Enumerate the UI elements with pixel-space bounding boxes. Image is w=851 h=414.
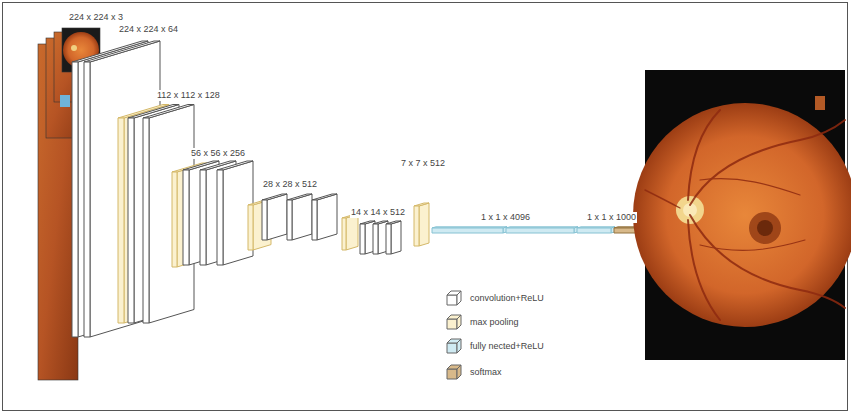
- layer-face: [391, 221, 401, 254]
- layer-block: [342, 214, 358, 250]
- layer-face: [267, 194, 287, 240]
- layer-block: [432, 227, 507, 233]
- layer-face: [419, 203, 429, 246]
- layer-block: [506, 227, 578, 233]
- legend-text: fully nected+ReLU: [470, 341, 544, 352]
- layer-face: [262, 194, 287, 200]
- layer-face: [577, 228, 611, 233]
- layer-face: [312, 200, 317, 240]
- layer-block: [172, 163, 207, 267]
- legend-text: softmax: [470, 367, 502, 378]
- layer-face: [346, 214, 358, 250]
- legend-swatch: [446, 314, 462, 330]
- layer-face: [262, 200, 267, 240]
- layer-block: [217, 161, 253, 265]
- layer-face: [183, 170, 189, 265]
- layer-face: [292, 194, 312, 240]
- legend-row: softmax: [446, 364, 502, 380]
- layer-face: [118, 118, 124, 323]
- layer-face: [506, 228, 574, 233]
- legend-swatch: [446, 290, 462, 306]
- layer-face: [287, 200, 292, 240]
- layer-block: [386, 221, 401, 254]
- layer-face: [457, 365, 461, 379]
- layer-face: [143, 118, 149, 323]
- layer-face: [317, 194, 337, 240]
- dimension-label: 224 x 224 x 64: [118, 24, 179, 35]
- layer-face: [457, 315, 461, 329]
- layer-face: [149, 105, 194, 324]
- legend-swatch: [446, 364, 462, 380]
- dimension-label: 224 x 224 x 3: [68, 12, 124, 23]
- layer-block: [262, 194, 287, 240]
- legend-text: max pooling: [470, 317, 519, 328]
- layer-face: [414, 206, 419, 246]
- layer-face: [386, 224, 391, 254]
- retina-image: [633, 70, 851, 360]
- layer-face: [84, 62, 90, 337]
- layer-face: [200, 170, 206, 265]
- layer-face: [342, 218, 346, 250]
- layer-face: [72, 62, 78, 337]
- layer-face: [84, 41, 160, 62]
- legend-text: convolution+ReLU: [470, 293, 544, 304]
- dimension-label: 14 x 14 x 512: [350, 207, 406, 218]
- layer-face: [360, 224, 365, 254]
- layer-face: [457, 291, 461, 305]
- layer-block: [143, 105, 194, 324]
- layer-face: [287, 194, 312, 200]
- layer-face: [457, 339, 461, 353]
- layer-face: [447, 319, 457, 329]
- layer-face: [447, 295, 457, 305]
- layer-face: [432, 228, 503, 233]
- dimension-label: 1 x 1 x 4096: [480, 212, 531, 223]
- layer-block: [287, 194, 312, 240]
- dimension-label: 1 x 1 x 1000: [586, 212, 637, 223]
- dimension-label: 112 x 112 x 128: [156, 90, 221, 101]
- layer-face: [217, 170, 223, 265]
- legend-row: max pooling: [446, 314, 519, 330]
- layer-block: [312, 194, 337, 240]
- layer-block: [414, 203, 429, 246]
- layer-face: [128, 118, 134, 323]
- dimension-label: 28 x 28 x 512: [262, 179, 318, 190]
- layer-face: [248, 205, 253, 250]
- layer-face: [172, 172, 177, 267]
- layer-blocks: [72, 41, 646, 337]
- dimension-label: 7 x 7 x 512: [400, 158, 446, 169]
- layer-face: [373, 224, 378, 254]
- layer-block: [84, 41, 160, 337]
- layer-face: [223, 161, 253, 265]
- dimension-label: 56 x 56 x 256: [190, 148, 246, 159]
- layer-face: [143, 105, 194, 119]
- legend-row: convolution+ReLU: [446, 290, 544, 306]
- legend-swatch: [446, 338, 462, 354]
- layer-face: [447, 369, 457, 379]
- layer-face: [312, 194, 337, 200]
- legend-row: fully nected+ReLU: [446, 338, 544, 354]
- layer-block: [577, 227, 615, 233]
- layer-face: [447, 343, 457, 353]
- layer-face: [217, 161, 253, 170]
